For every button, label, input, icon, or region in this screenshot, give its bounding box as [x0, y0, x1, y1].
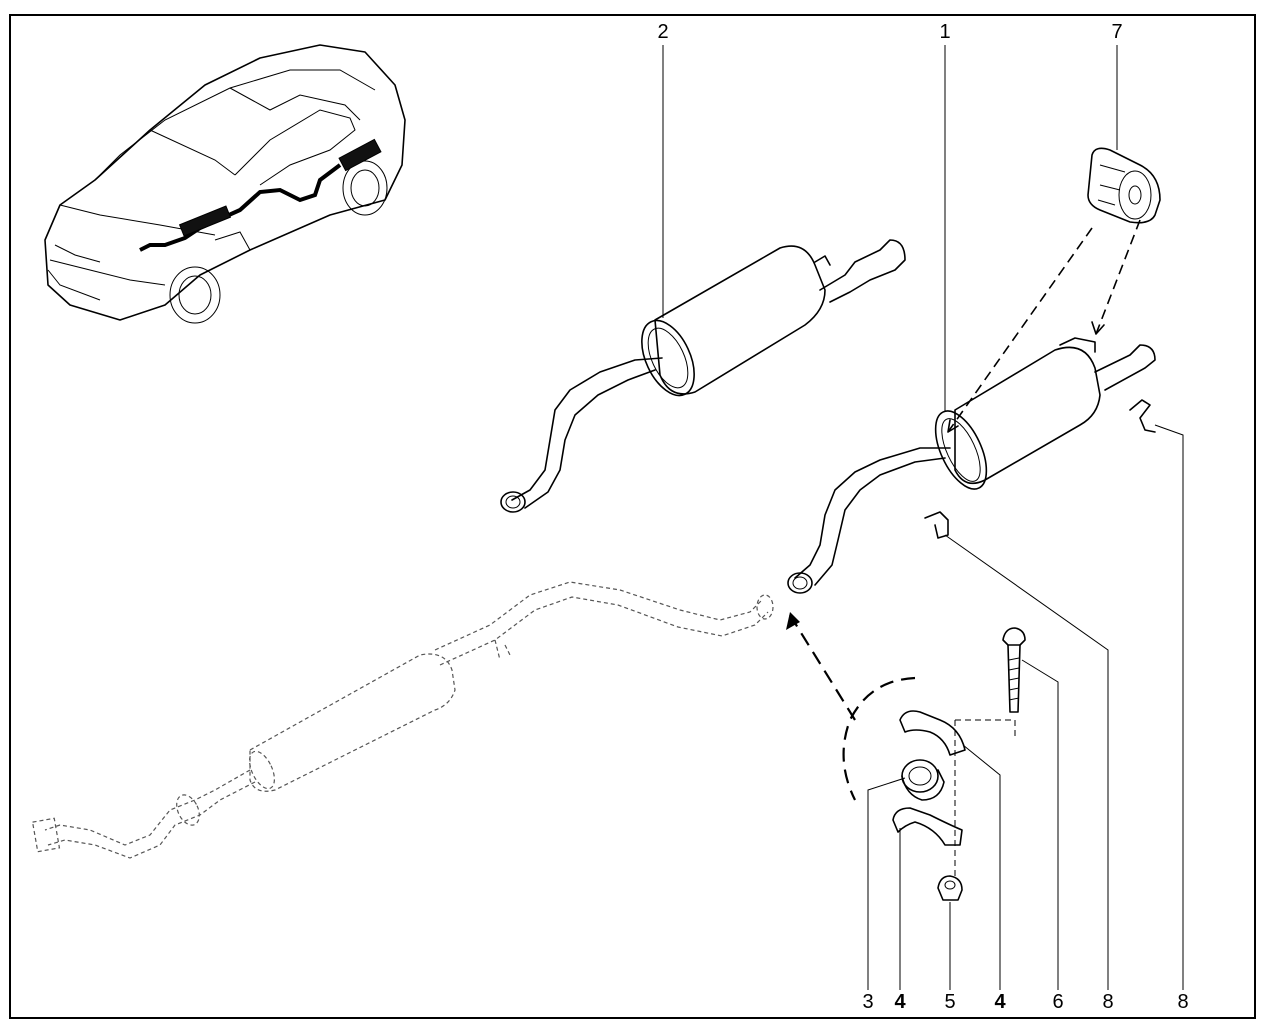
- muffler-2-illustration: [500, 239, 906, 513]
- callout-number: 2: [657, 21, 669, 43]
- clamp-assembly-illustration: [842, 627, 1026, 901]
- callout-number: 8: [1102, 991, 1114, 1013]
- callout-number: 4: [894, 991, 906, 1013]
- car-illustration: [44, 44, 406, 324]
- front-pipe-ghost-illustration: [31, 581, 774, 859]
- assembly-arrows: [786, 219, 1141, 721]
- callout-number: 6: [1052, 991, 1064, 1013]
- callout-number: 3: [862, 991, 874, 1013]
- diagram-frame: [9, 14, 1256, 1019]
- callout-number: 7: [1111, 21, 1123, 43]
- callout-number: 5: [944, 991, 956, 1013]
- callout-number: 8: [1177, 991, 1189, 1013]
- muffler-1-illustration: [787, 337, 1156, 594]
- leader-lines: [662, 45, 1184, 990]
- callout-number: 1: [939, 21, 951, 43]
- rubber-hanger-7-illustration: [1087, 147, 1161, 224]
- callout-number: 4: [994, 991, 1006, 1013]
